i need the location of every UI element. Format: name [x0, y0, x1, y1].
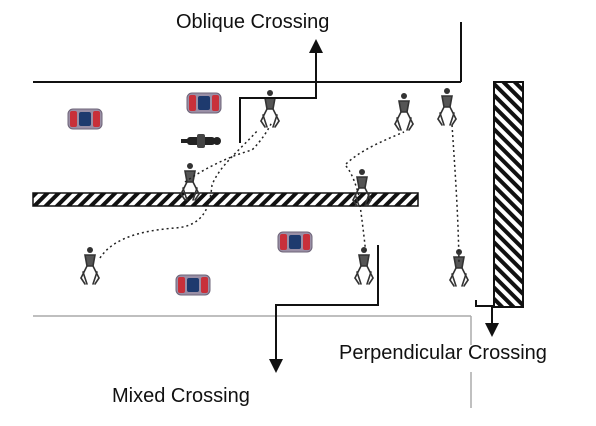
trajectory-oblique-upper [184, 121, 273, 183]
pedestrian-icon [260, 89, 280, 128]
oblique-leader-line [239, 39, 323, 143]
motorcycle-icon [181, 134, 221, 148]
perpendicular-leader-line [475, 300, 499, 337]
pedestrian-icon [437, 87, 457, 126]
pedestrian-icon [394, 92, 414, 131]
pedestrian-icon [449, 248, 469, 287]
pedestrian-icon [354, 246, 374, 285]
car-icon [67, 108, 103, 130]
trajectory-mixed-lower [359, 204, 367, 256]
mixed-crossing-label: Mixed Crossing [112, 385, 250, 407]
pedestrian-icon [80, 246, 100, 285]
trajectory-perpendicular [451, 124, 460, 263]
car-icon [277, 231, 313, 253]
car-icon [186, 92, 222, 114]
trajectory-mixed-upper [343, 131, 405, 201]
perpendicular-crossing-label: Perpendicular Crossing [339, 342, 547, 364]
car-icon [175, 274, 211, 296]
median-strip [32, 192, 419, 207]
oblique-crossing-label: Oblique Crossing [176, 11, 330, 33]
right-barrier [493, 81, 524, 308]
mixed-leader-line [269, 245, 379, 373]
